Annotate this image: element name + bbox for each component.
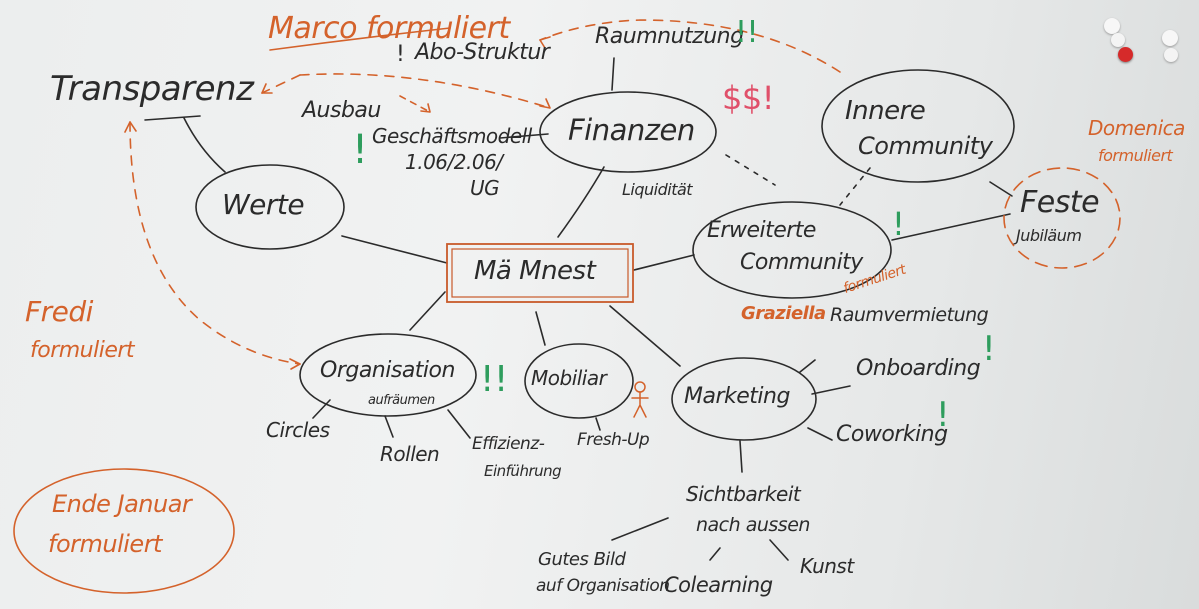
erweiterte-community-bubble <box>692 201 892 299</box>
node-werte: Werte <box>222 188 305 221</box>
label-gutes-bild: Gutes Bild <box>538 549 626 570</box>
person-icon <box>631 381 649 418</box>
label-effizienz: Effizienz- <box>472 434 545 454</box>
node-erweiterte-1: Erweiterte <box>707 218 816 243</box>
label-geschaeftsmodell: Geschäftsmodell <box>372 124 532 148</box>
magnet-white <box>1111 33 1125 47</box>
label-circles: Circles <box>266 418 330 442</box>
node-innere-1: Innere <box>845 96 926 126</box>
feste-dashed-ring <box>1003 167 1121 269</box>
organisation-bubble <box>299 333 477 417</box>
finanzen-bubble <box>539 91 717 173</box>
mobiliar-bubble <box>524 343 634 419</box>
label-geschaeftsmodell-2: 1.06/2.06/ <box>405 150 503 174</box>
label-geschaeftsmodell-3: UG <box>470 176 500 200</box>
label-raumvermietung: Raumvermietung <box>830 304 989 326</box>
magnet-white <box>1104 18 1120 34</box>
ende-januar-ring <box>13 468 235 594</box>
mark-coworking: ! <box>936 395 950 435</box>
label-sichtbarkeit: Sichtbarkeit <box>686 482 801 506</box>
label-abo-struktur: Abo-Struktur <box>415 40 550 65</box>
note-marco: Marco formuliert <box>268 11 510 46</box>
label-kunst: Kunst <box>800 554 854 578</box>
node-organisation: Organisation <box>320 358 455 383</box>
center-title: Mä Mnest <box>474 256 596 286</box>
note-domenica: Domenica <box>1088 116 1185 140</box>
mark-onboarding: ! <box>982 329 996 369</box>
arrow-to-geschaeftsmodell <box>299 73 551 109</box>
node-organisation-sub: aufräumen <box>368 393 435 408</box>
node-finanzen: Finanzen <box>568 113 695 147</box>
innere-community-bubble <box>821 69 1015 183</box>
note-ende-januar: Ende Januar <box>52 490 192 518</box>
mark-dollars: $$! <box>722 79 775 117</box>
label-coworking: Coworking <box>836 422 948 447</box>
note-ende-januar-formuliert: formuliert <box>48 530 162 558</box>
label-onboarding: Onboarding <box>856 356 981 381</box>
mark-raumnutzung: !! <box>735 15 759 50</box>
note-graziella: Graziella <box>741 303 826 324</box>
label-einfuehrung: Einführung <box>484 462 562 480</box>
arrow-marco-to-abo <box>539 19 841 73</box>
mark-abo: ! <box>396 42 405 67</box>
magnet-white <box>1164 48 1178 62</box>
marketing-bubble <box>671 357 817 441</box>
node-feste: Feste <box>1020 185 1100 220</box>
node-feste-sub: Jubiläum <box>1016 226 1082 245</box>
node-innere-2: Community <box>858 132 993 160</box>
node-mobiliar: Mobiliar <box>531 366 607 390</box>
label-fresh-up: Fresh-Up <box>577 430 650 450</box>
label-nach-aussen: nach aussen <box>696 514 810 536</box>
mark-erweiterte: ! <box>892 205 905 243</box>
label-auf-organisation: auf Organisation <box>536 576 670 596</box>
note-fredi-formuliert: formuliert <box>30 338 135 363</box>
magnet-red <box>1118 47 1133 62</box>
label-colearning: Colearning <box>664 573 773 597</box>
label-transparenz: Transparenz <box>50 69 254 109</box>
label-raumnutzung: Raumnutzung <box>595 24 744 49</box>
werte-bubble <box>195 164 345 250</box>
label-ausbau: Ausbau <box>302 98 381 123</box>
label-liquiditaet: Liquidität <box>622 180 693 199</box>
note-domenica-formuliert: formuliert <box>1098 146 1173 165</box>
node-erweiterte-2: Community <box>740 250 863 275</box>
center-box <box>446 243 634 303</box>
note-fredi: Fredi <box>25 295 93 328</box>
mark-organisation: !! <box>480 359 508 400</box>
magnet-white <box>1162 30 1178 46</box>
arrow-fredi-transparenz-organisation <box>129 121 301 365</box>
mark-geschaeftsmodell: ! <box>352 127 368 173</box>
label-rollen: Rollen <box>380 442 440 466</box>
node-marketing: Marketing <box>684 384 790 409</box>
